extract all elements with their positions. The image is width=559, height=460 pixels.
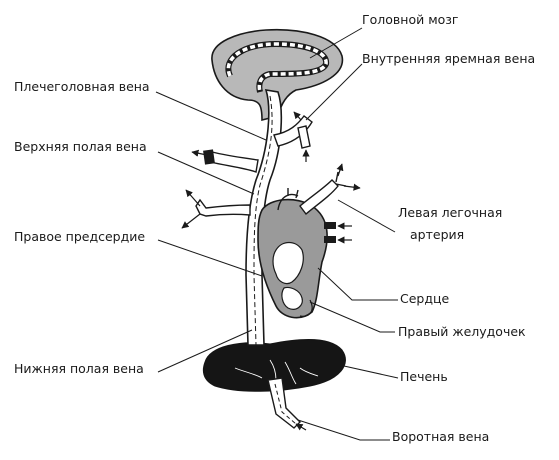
leader-brachiocephalic (155, 91, 267, 141)
label-brachiocephalic-vein: Плечеголовная вена (14, 79, 150, 94)
label-inferior-vena-cava: Нижняя полая вена (14, 361, 144, 376)
label-portal-vein: Воротная вена (392, 429, 489, 444)
label-left-pulmonary-artery-line2: артерия (410, 227, 464, 242)
leader-heart (317, 267, 398, 301)
leader-right-ventricle (309, 301, 395, 333)
label-superior-vena-cava: Верхняя полая вена (14, 139, 147, 154)
leader-superior-vena-cava (157, 151, 255, 195)
leader-jugular (305, 63, 363, 121)
leader-brain (309, 27, 363, 59)
leader-right-atrium (157, 239, 263, 277)
label-right-ventricle: Правый желудочек (398, 324, 526, 339)
leader-inferior-vena-cava (157, 329, 253, 373)
leader-portal-vein (297, 419, 390, 441)
heart-shape (257, 163, 361, 319)
leader-pulmonary-artery (337, 199, 396, 233)
label-left-pulmonary-artery-line1: Левая легочная (398, 205, 502, 220)
leader-liver (343, 365, 399, 379)
jugular-branch (273, 111, 313, 162)
superior-branch (191, 149, 259, 173)
leader-lines (155, 27, 399, 441)
brachiocephalic-branch (181, 189, 251, 229)
label-heart: Сердце (400, 291, 450, 306)
label-liver: Печень (400, 369, 448, 384)
label-right-atrium: Правое предсердие (14, 229, 145, 244)
label-brain: Головной мозг (362, 12, 458, 27)
brain-shape (211, 28, 344, 122)
label-internal-jugular-vein: Внутренняя яремная вена (362, 51, 535, 66)
vena-cava-trunk (245, 88, 283, 346)
portal-vein-shape (267, 377, 307, 431)
